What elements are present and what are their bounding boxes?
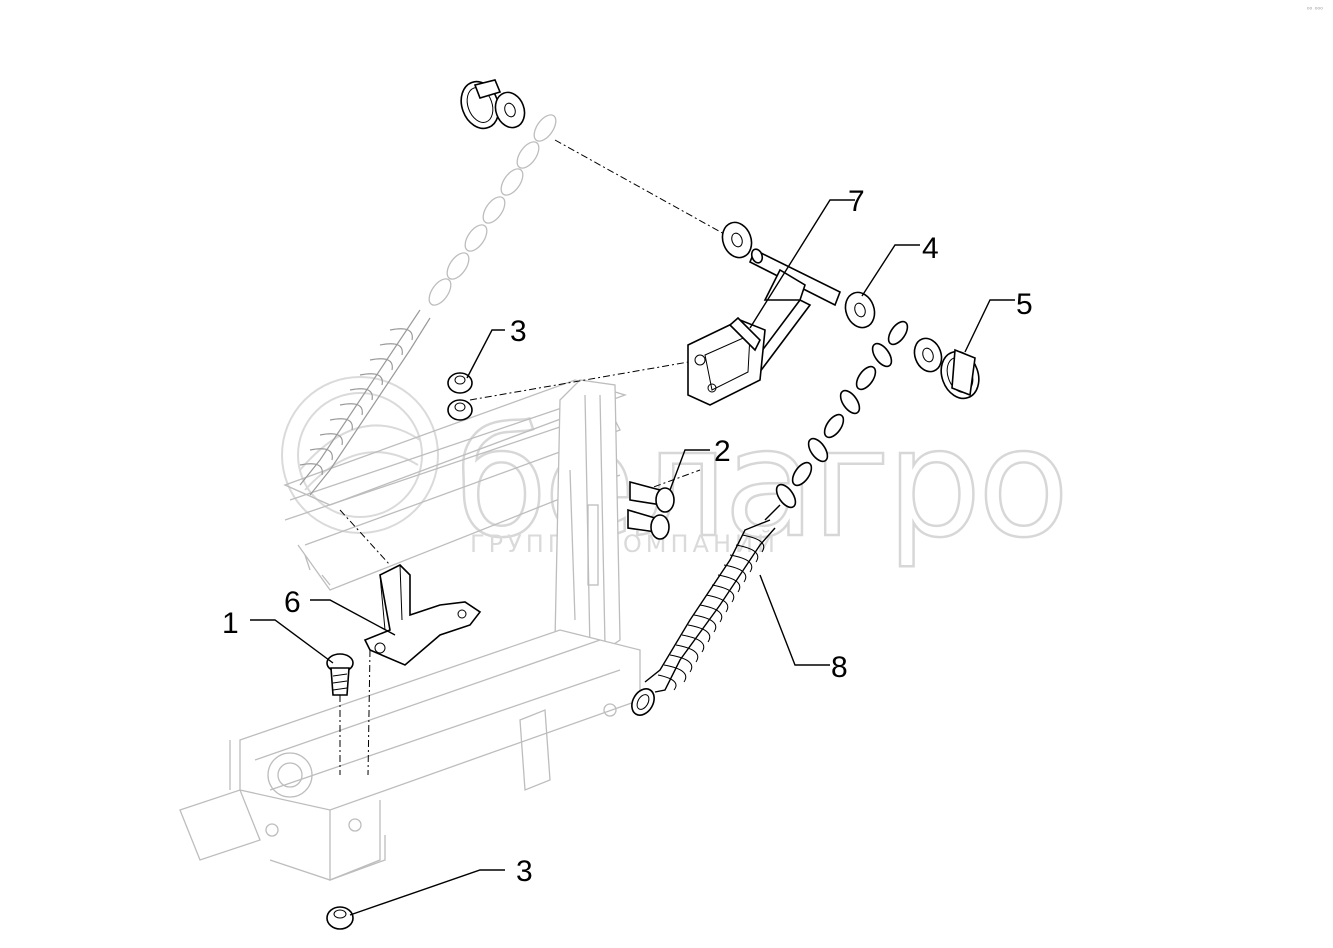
part-8-spring: [631, 504, 781, 716]
part-3-nut-bottom: [326, 906, 354, 930]
callout-3-top: 3: [510, 315, 527, 348]
part-3-nut-top: [447, 372, 473, 421]
top-lynch-pin: [460, 79, 526, 130]
part-5-lynch-pin: [913, 337, 980, 400]
top-chain: [428, 114, 557, 306]
callout-6: 6: [284, 586, 301, 619]
callouts: 7 4 5 3 2 6 1 8 3: [222, 185, 1033, 888]
corner-mark: ⁰⁰ ⁰⁰⁰: [1306, 6, 1323, 14]
right-chain: [775, 320, 909, 509]
top-spring: [299, 309, 431, 496]
watermark-tagline: ГРУППА КОМПАНИЙ: [470, 529, 779, 558]
callout-1: 1: [222, 607, 239, 640]
part-4-washer: [844, 291, 876, 329]
watermark: белагро ГРУППА КОМПАНИЙ: [281, 376, 1071, 572]
part-6-bracket: [363, 564, 482, 666]
callout-8: 8: [831, 651, 848, 684]
part-1-bolt: [326, 653, 354, 696]
part-7-bracket: [687, 221, 842, 406]
part-2-bolts: [627, 480, 675, 540]
callout-2: 2: [714, 435, 731, 468]
leader-lines: [250, 199, 1015, 916]
callout-3-bottom: 3: [516, 855, 533, 888]
callout-4: 4: [922, 232, 939, 265]
callout-7: 7: [848, 185, 865, 218]
callout-5: 5: [1016, 288, 1033, 321]
spring-coils: [657, 534, 765, 691]
